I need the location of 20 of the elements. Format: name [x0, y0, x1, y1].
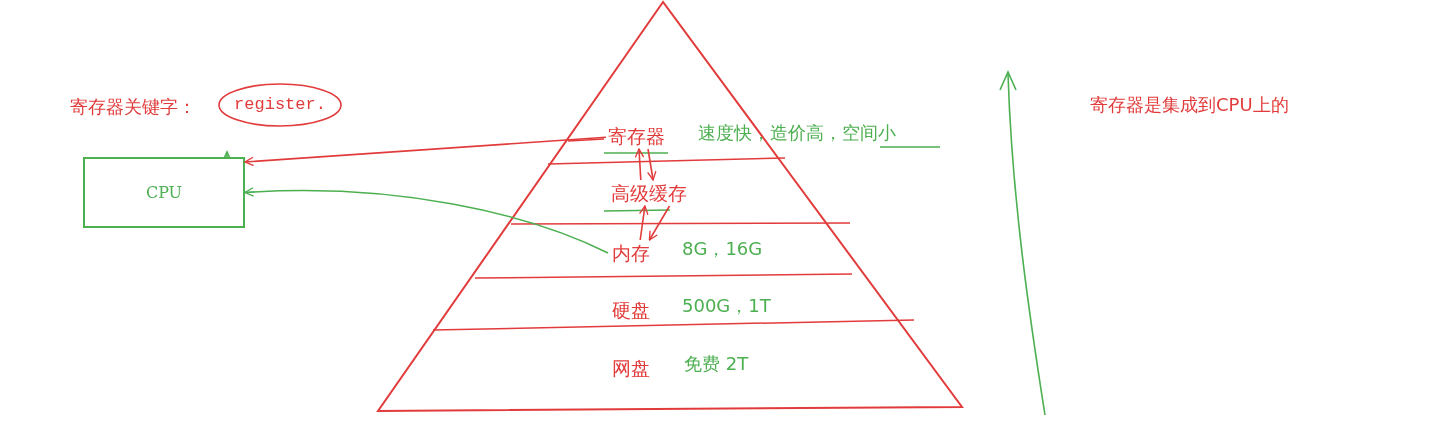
annotation-text: 500G，1T	[682, 294, 771, 318]
arrow	[646, 148, 657, 181]
arrow	[634, 148, 645, 181]
note-text: 寄存器关键字：	[70, 95, 196, 119]
arrow	[648, 205, 671, 241]
text-label: 寄存器	[606, 123, 666, 149]
text-label: 网盘	[608, 355, 654, 381]
cpu-box: CPU	[83, 157, 245, 228]
text-label: 高级缓存	[608, 180, 690, 206]
text-label: 硬盘	[608, 297, 654, 323]
annotation-text: 免费 2T	[684, 352, 749, 376]
circled-keyword: register.	[218, 83, 342, 127]
annotation-text: 速度快，造价高，空间小	[698, 121, 896, 145]
arrow	[244, 136, 607, 167]
note-text: 寄存器是集成到CPU上的	[1090, 93, 1289, 117]
arrow	[638, 205, 649, 241]
annotation-text: 8G，16G	[682, 237, 763, 261]
pyramid-triangle	[376, 0, 964, 414]
arrow	[244, 187, 609, 254]
text-label: 内存	[608, 240, 654, 266]
